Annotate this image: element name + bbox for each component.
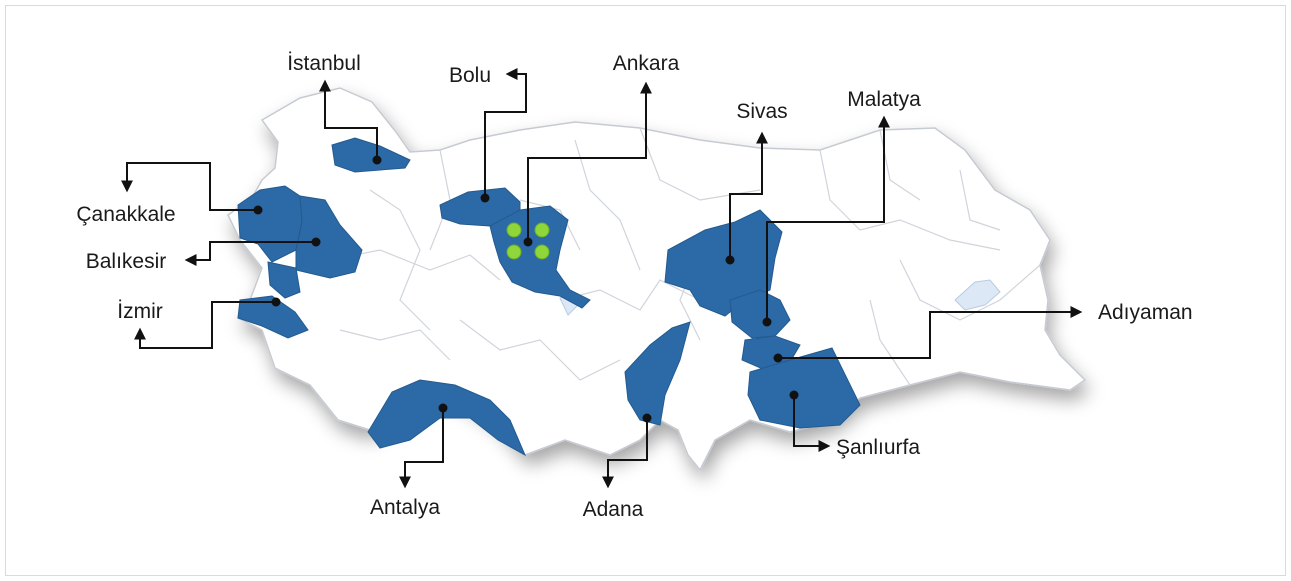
- location-dots: [253, 155, 799, 423]
- connector-ankara: [527, 81, 652, 240]
- region-balikesir: [295, 195, 363, 279]
- region-izmir-north: [267, 261, 301, 299]
- region-istanbul: [331, 137, 411, 173]
- lake-van: [954, 279, 1001, 311]
- dot-canakkale: [253, 205, 263, 215]
- connector-adana: [602, 418, 648, 489]
- connector-sanliurfa: [793, 395, 831, 452]
- cluster-dot: [506, 222, 522, 238]
- region-malatya: [729, 289, 791, 339]
- cluster-dot: [534, 244, 550, 260]
- dot-antalya: [438, 403, 448, 413]
- connector-canakkale: [121, 162, 258, 211]
- label-adana: Adana: [583, 498, 644, 521]
- connector-malatya: [766, 115, 890, 322]
- dot-ankara: [523, 237, 533, 247]
- dot-bolu: [480, 193, 490, 203]
- label-antalya: Antalya: [370, 496, 440, 519]
- dot-balikesir: [311, 237, 321, 247]
- dot-izmir: [271, 297, 281, 307]
- cluster-dot: [534, 222, 550, 238]
- dot-adana: [642, 413, 652, 423]
- dot-malatya: [762, 317, 772, 327]
- label-malatya: Malatya: [847, 88, 921, 111]
- label-istanbul: İstanbul: [287, 52, 361, 75]
- dot-istanbul: [372, 155, 382, 165]
- connector-bolu: [484, 68, 527, 198]
- region-sivas: [664, 209, 783, 317]
- connector-istanbul: [319, 79, 378, 160]
- region-sanliurfa: [747, 347, 861, 429]
- label-sanliurfa: Şanlıurfa: [836, 436, 920, 459]
- label-ankara: Ankara: [613, 52, 680, 75]
- connector-adiyaman: [778, 306, 1083, 359]
- connector-sivas: [729, 131, 768, 260]
- label-sivas: Sivas: [736, 100, 787, 123]
- label-bolu: Bolu: [449, 64, 491, 87]
- dot-sivas: [725, 255, 735, 265]
- cluster-dot: [506, 244, 522, 260]
- label-balikesir: Balıkesir: [86, 250, 167, 273]
- label-adiyaman: Adıyaman: [1098, 301, 1193, 324]
- connectors: [121, 68, 1083, 489]
- connector-balikesir: [184, 241, 316, 266]
- dot-adiyaman: [773, 353, 783, 363]
- connector-izmir: [134, 301, 276, 349]
- label-izmir: İzmir: [117, 300, 163, 323]
- region-antalya: [367, 379, 527, 457]
- dot-sanliurfa: [789, 390, 799, 400]
- label-canakkale: Çanakkale: [76, 203, 175, 226]
- connector-antalya: [399, 408, 444, 489]
- city-labels: İstanbul Bolu Ankara Sivas Malatya Çanak…: [76, 52, 1192, 521]
- ankara-cluster: [506, 222, 550, 260]
- region-adana: [624, 321, 691, 426]
